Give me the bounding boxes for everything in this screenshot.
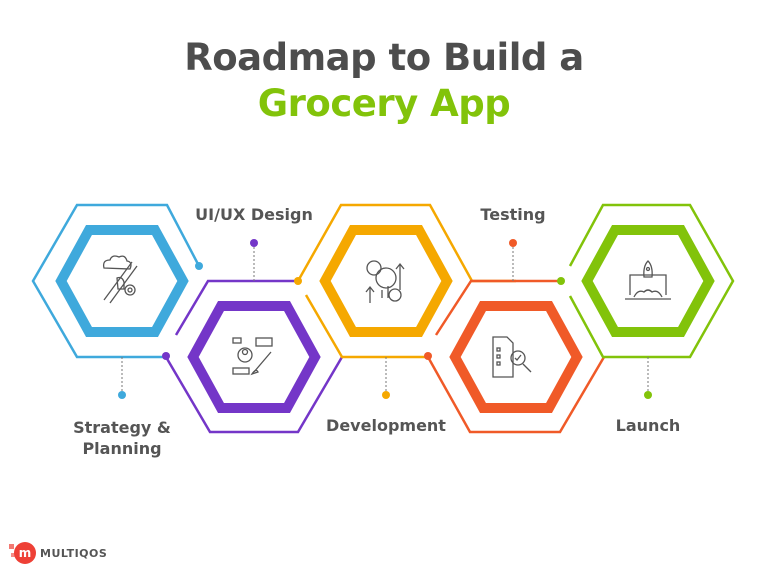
ui-ux-design-icon bbox=[232, 337, 273, 376]
step-5-label: Launch bbox=[615, 416, 681, 435]
step-5-hexagon bbox=[557, 203, 735, 399]
step-2-label: UI/UX Design bbox=[195, 205, 313, 224]
logo-text: MULTIQOS bbox=[40, 546, 108, 560]
step-1-label: Strategy & Planning bbox=[72, 417, 172, 459]
title-line-1: Roadmap to Build a bbox=[184, 36, 584, 79]
step-4-label: Testing bbox=[480, 205, 546, 224]
multiqos-logo: m MULTIQOS bbox=[9, 542, 108, 564]
step-4-hexagon bbox=[424, 239, 606, 434]
step-1-hexagon bbox=[31, 203, 203, 399]
step-3-label: Development bbox=[326, 416, 446, 435]
step-1-label-line-2: Planning bbox=[82, 439, 162, 458]
step-2-hexagon bbox=[162, 239, 344, 434]
logo-mark-icon: m bbox=[9, 542, 36, 564]
development-icon bbox=[365, 260, 405, 303]
step-1-label-line-1: Strategy & bbox=[73, 418, 171, 437]
title-line-2: Grocery App bbox=[257, 82, 511, 125]
strategy-planning-icon bbox=[102, 255, 138, 304]
testing-icon bbox=[492, 336, 532, 378]
launch-icon bbox=[625, 260, 671, 300]
